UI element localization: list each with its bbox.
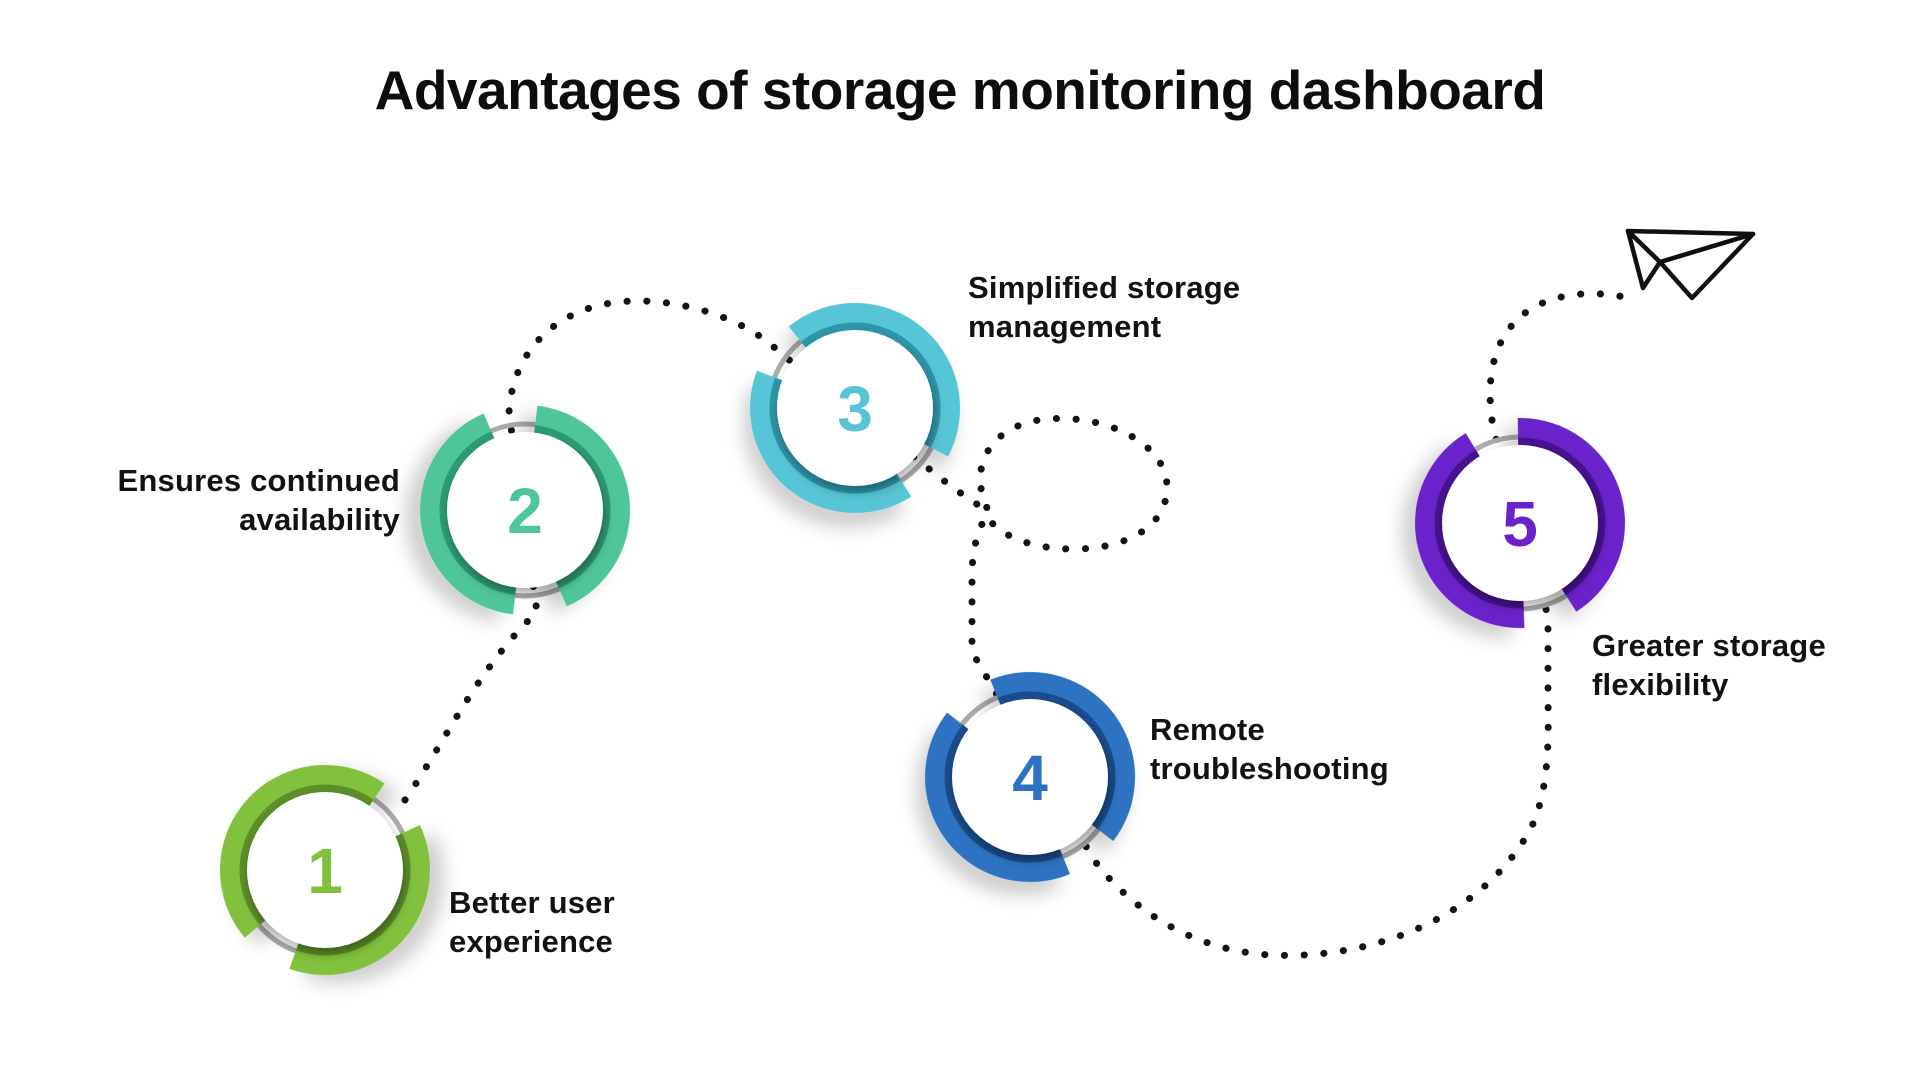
step-1-ring-inner-edge (239, 784, 411, 956)
step-1-number: 1 (307, 835, 343, 907)
step-node-3: 3 (750, 303, 960, 513)
step-5-label-line2: flexibility (1592, 667, 1729, 702)
step-5-label: Greater storage flexibility (1592, 626, 1826, 704)
step-4-label: Remote troubleshooting (1150, 710, 1389, 788)
step-3-ring-inner-edge (769, 322, 941, 494)
step-2-label: Ensures continued availability (75, 461, 400, 539)
step-5-label-line1: Greater storage (1592, 628, 1826, 663)
step-1-ring (220, 765, 430, 975)
step-4-label-line2: troubleshooting (1150, 751, 1389, 786)
paper-plane-wing (1625, 228, 1756, 265)
step-4-ring-inner-edge (944, 691, 1116, 863)
step-2-ring (420, 405, 631, 615)
step-node-4: 4 (925, 672, 1135, 882)
step-2-disc (447, 432, 603, 588)
step-2-label-line2: availability (239, 502, 400, 537)
step-1-label-line2: experience (449, 924, 613, 959)
step-3-label-line1: Simplified storage (968, 270, 1241, 305)
flow-dotted-path (401, 290, 1628, 959)
step-1-label-line1: Better user (449, 885, 615, 920)
step-3-label-line2: management (968, 309, 1162, 344)
step-2-label-line1: Ensures continued (117, 463, 400, 498)
paper-plane-icon (1625, 228, 1756, 301)
step-3-number: 3 (837, 373, 873, 445)
step-3-label: Simplified storage management (968, 268, 1240, 346)
step-4-disc (952, 699, 1108, 855)
step-4-number: 4 (1012, 742, 1048, 814)
step-3-ring (750, 303, 960, 513)
step-node-5: 5 (1415, 418, 1625, 628)
step-3-disc (777, 330, 933, 486)
step-node-1: 1 (220, 765, 430, 975)
step-4-label-line1: Remote (1150, 712, 1265, 747)
step-5-disc (1442, 445, 1598, 601)
step-2-number: 2 (507, 475, 543, 547)
step-1-disc (247, 792, 403, 948)
step-node-2: 2 (420, 405, 631, 615)
step-1-label: Better user experience (449, 883, 615, 961)
page-title: Advantages of storage monitoring dashboa… (374, 59, 1546, 121)
step-5-number: 5 (1502, 488, 1538, 560)
step-5-ring (1415, 418, 1625, 628)
